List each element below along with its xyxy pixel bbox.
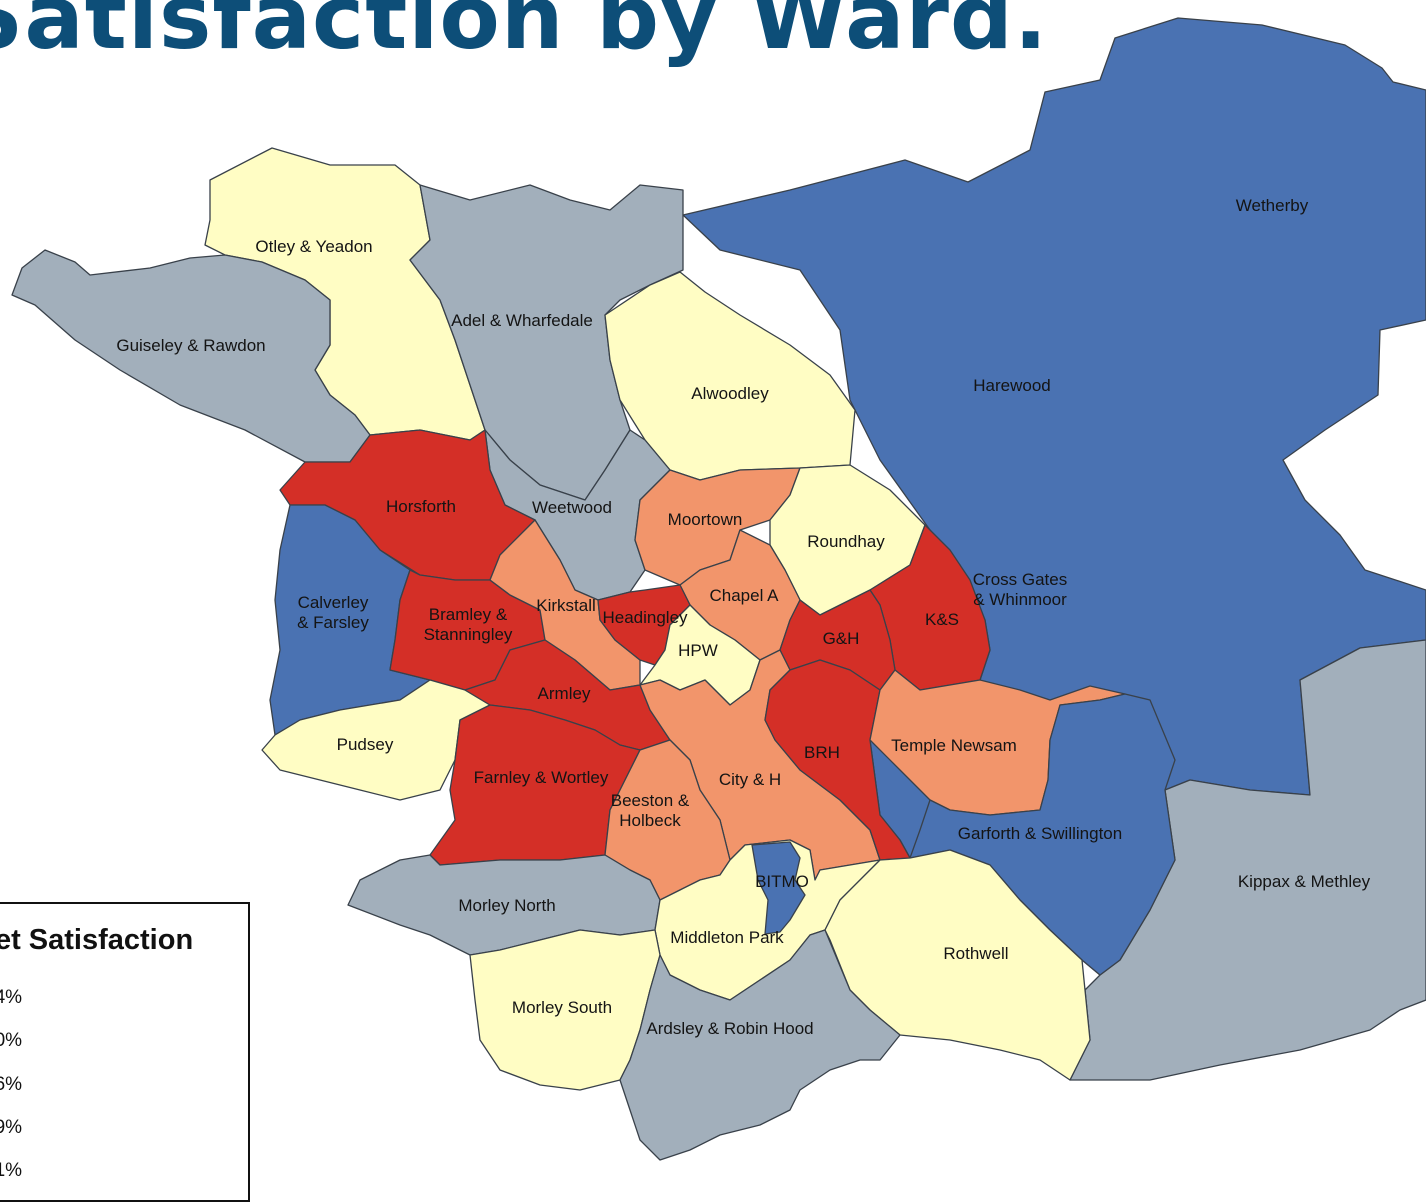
- ward-label-line: Cross Gates: [973, 570, 1067, 589]
- ward-label-line: & Farsley: [297, 613, 369, 632]
- ward-label-farnley: Farnley & Wortley: [474, 768, 609, 787]
- ward-label-morleynorth: Morley North: [458, 896, 555, 915]
- ward-label-line: City & H: [719, 770, 781, 789]
- ward-label-line: Ardsley & Robin Hood: [646, 1019, 813, 1038]
- ward-label-line: Armley: [538, 684, 591, 703]
- ward-label-roundhay: Roundhay: [807, 532, 885, 551]
- ward-label-line: Bramley &: [429, 605, 508, 624]
- legend-row: 41%: [0, 1160, 23, 1181]
- ward-label-armley: Armley: [538, 684, 591, 703]
- ward-label-line: Chapel A: [710, 586, 780, 605]
- ward-label-line: Farnley & Wortley: [474, 768, 609, 787]
- ward-label-line: K&S: [925, 610, 959, 629]
- ward-label-garforth: Garforth & Swillington: [958, 824, 1122, 843]
- ward-label-line: Beeston &: [611, 791, 690, 810]
- ward-label-kippax: Kippax & Methley: [1238, 872, 1371, 891]
- ward-label-pudsey: Pudsey: [337, 735, 394, 754]
- ward-labels: Wetherby Harewood Otley & Yeadon Adel & …: [116, 196, 1370, 1038]
- ward-label-crossgates: Cross Gates& Whinmoor: [973, 570, 1067, 609]
- ward-label-line: Roundhay: [807, 532, 885, 551]
- ward-label-cityh: City & H: [719, 770, 781, 789]
- ward-label-line: Moortown: [668, 510, 743, 529]
- ward-label-moortown: Moortown: [668, 510, 743, 529]
- ward-label-line: Weetwood: [532, 498, 612, 517]
- ward-label-line: Holbeck: [619, 811, 681, 830]
- legend-row: 74%: [0, 987, 23, 1008]
- ward-moortown[interactable]: [634, 467, 801, 586]
- ward-label-line: Temple Newsam: [891, 736, 1017, 755]
- ward-label-templenewsam: Temple Newsam: [891, 736, 1017, 755]
- legend-row: 49%: [0, 1117, 23, 1138]
- ward-label-line: Guiseley & Rawdon: [116, 336, 265, 355]
- page-title: Satisfaction by Ward.: [0, 0, 1049, 69]
- ward-label-line: BITMO: [755, 872, 809, 891]
- ward-label-line: Alwoodley: [691, 384, 769, 403]
- ward-label-line: BRH: [804, 743, 840, 762]
- ward-label-guiseley: Guiseley & Rawdon: [116, 336, 265, 355]
- ward-label-line: Morley North: [458, 896, 555, 915]
- ward-label-line: Horsforth: [386, 497, 456, 516]
- ward-label-line: Headingley: [602, 608, 688, 627]
- ward-label-line: Adel & Wharfedale: [451, 311, 593, 330]
- ward-label-rothwell: Rothwell: [943, 944, 1008, 963]
- ward-label-line: Kirkstall: [536, 596, 596, 615]
- ward-label-gh: G&H: [823, 629, 860, 648]
- ward-label-wetherby: Wetherby: [1236, 196, 1309, 215]
- ward-label-line: Rothwell: [943, 944, 1008, 963]
- ward-label-line: Calverley: [298, 593, 369, 612]
- ward-label-line: Harewood: [973, 376, 1051, 395]
- ward-label-line: HPW: [678, 641, 718, 660]
- ward-label-line: Wetherby: [1236, 196, 1309, 215]
- ward-label-ks: K&S: [925, 610, 959, 629]
- legend: Net Satisfaction 74% 60% 56% 49% 41%: [0, 902, 250, 1202]
- ward-label-line: G&H: [823, 629, 860, 648]
- ward-label-line: Middleton Park: [670, 928, 784, 947]
- ward-label-line: Garforth & Swillington: [958, 824, 1122, 843]
- legend-row: 60%: [0, 1030, 23, 1051]
- ward-label-hpw: HPW: [678, 641, 718, 660]
- ward-label-ardsley: Ardsley & Robin Hood: [646, 1019, 813, 1038]
- ward-label-harewood: Harewood: [973, 376, 1051, 395]
- ward-label-line: & Whinmoor: [973, 590, 1067, 609]
- ward-label-headingley: Headingley: [602, 608, 688, 627]
- ward-label-kirkstall: Kirkstall: [536, 596, 596, 615]
- ward-ardsley[interactable]: [619, 929, 901, 1161]
- ward-label-line: Kippax & Methley: [1238, 872, 1371, 891]
- ward-label-line: Pudsey: [337, 735, 394, 754]
- ward-label-beeston: Beeston &Holbeck: [611, 791, 690, 830]
- ward-label-otley: Otley & Yeadon: [255, 237, 372, 256]
- ward-label-horsforth: Horsforth: [386, 497, 456, 516]
- ward-label-adel: Adel & Wharfedale: [451, 311, 593, 330]
- ward-label-middleton: Middleton Park: [670, 928, 784, 947]
- ward-label-line: Stanningley: [424, 625, 513, 644]
- ward-label-calverley: Calverley& Farsley: [297, 593, 369, 632]
- ward-label-brh: BRH: [804, 743, 840, 762]
- ward-label-line: Morley South: [512, 998, 612, 1017]
- legend-title: Net Satisfaction: [0, 924, 194, 956]
- ward-label-line: Otley & Yeadon: [255, 237, 372, 256]
- ward-label-morleysouth: Morley South: [512, 998, 612, 1017]
- legend-row: 56%: [0, 1074, 23, 1095]
- ward-label-bitmo: BITMO: [755, 872, 809, 891]
- ward-label-weetwood: Weetwood: [532, 498, 612, 517]
- ward-label-chapela: Chapel A: [710, 586, 780, 605]
- ward-guiseley[interactable]: [11, 249, 371, 463]
- ward-label-bramley: Bramley &Stanningley: [424, 605, 513, 644]
- ward-label-alwoodley: Alwoodley: [691, 384, 769, 403]
- ward-bitmo[interactable]: [751, 841, 806, 935]
